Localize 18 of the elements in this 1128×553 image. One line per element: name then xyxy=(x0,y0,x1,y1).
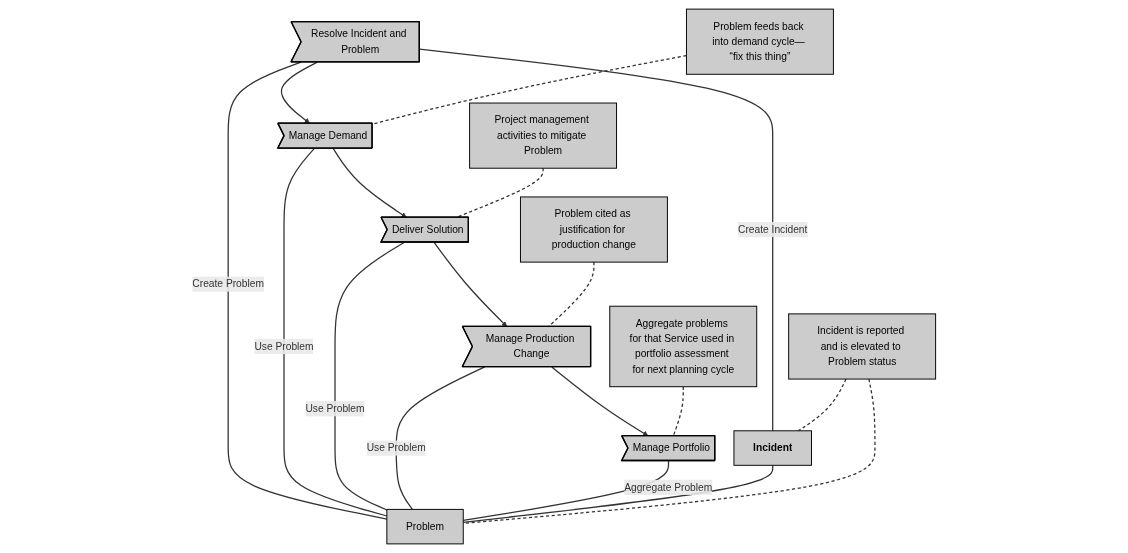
node-box: Incident xyxy=(733,430,812,466)
node-box: Problem feeds back into demand cycle— “fix this thing” xyxy=(685,8,834,75)
node-box: Incident is reported and is elevated to Problem status xyxy=(788,313,937,380)
edge-label: Use Problem xyxy=(254,340,314,352)
node-box: Aggregate problems for that Service used in portfolio assessment for next planning cycle xyxy=(609,305,758,388)
arrow xyxy=(280,61,318,124)
edge-label: Create Problem xyxy=(192,278,264,290)
node-box: Problem xyxy=(386,508,464,545)
node-box: Problem cited as justification for production change xyxy=(519,196,668,263)
connector xyxy=(371,54,688,125)
connector xyxy=(227,61,388,520)
node-box: Project management activities to mitigate Problem xyxy=(469,102,618,169)
edge-label: Use Problem xyxy=(366,442,426,454)
edge-label: Create Incident xyxy=(738,223,808,235)
connector xyxy=(418,48,774,432)
edge-label: Aggregate Problem xyxy=(624,481,713,493)
edge-label: Use Problem xyxy=(305,403,365,414)
connector xyxy=(462,464,774,523)
